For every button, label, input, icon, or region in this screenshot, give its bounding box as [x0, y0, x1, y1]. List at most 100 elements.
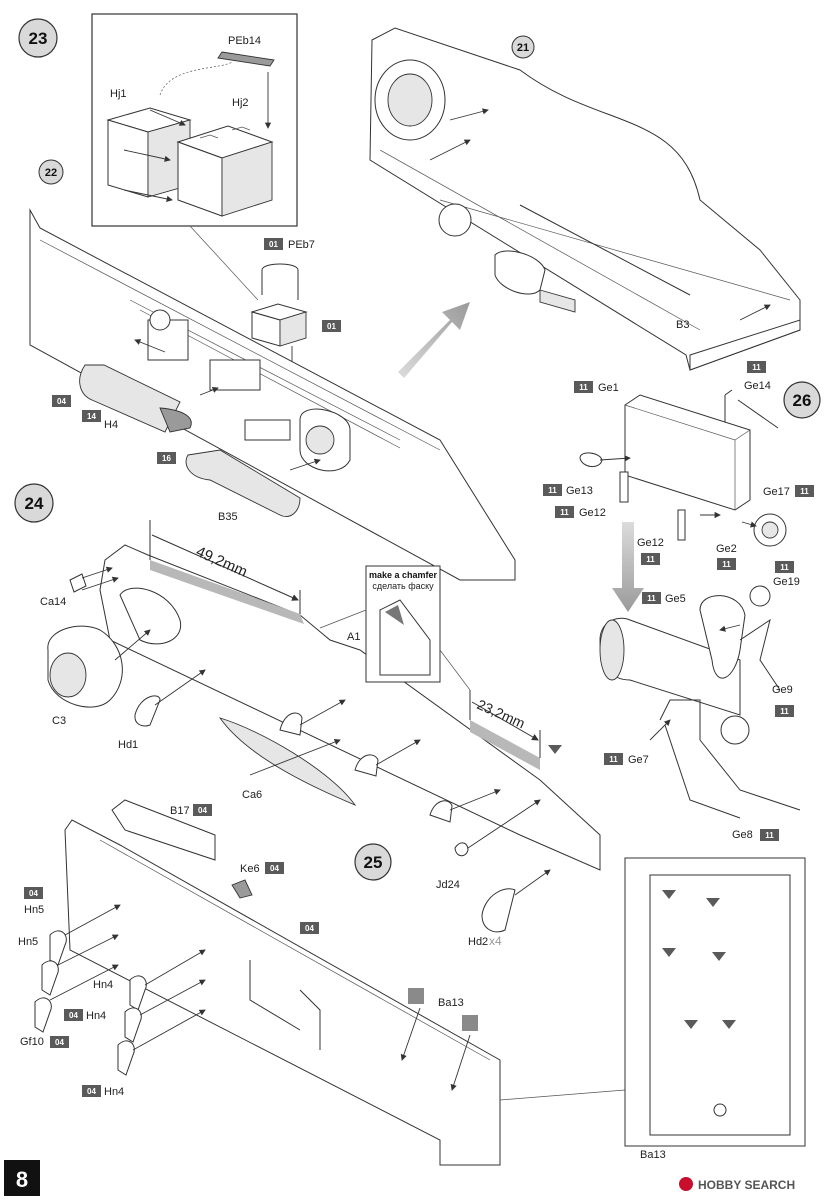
- label-hn4: Hn4: [104, 1086, 124, 1098]
- label-ge2: Ge2: [716, 543, 737, 555]
- hobby-search-logo-icon: [679, 1177, 693, 1191]
- callout-ru: сделать фаску: [372, 581, 434, 591]
- hull-side-panel-lower: [64, 819, 501, 1166]
- label-peb14: PEb14: [228, 35, 261, 47]
- svg-text:11: 11: [765, 831, 774, 840]
- svg-text:11: 11: [647, 594, 656, 603]
- tank-part-ge1: [624, 394, 751, 511]
- tag-11: [641, 553, 660, 565]
- label-peb7: PEb7: [288, 239, 315, 251]
- label-hd2: Hd2: [468, 936, 488, 948]
- step-number: 24: [25, 494, 44, 513]
- tag-04: [52, 395, 71, 407]
- label-c3: C3: [52, 715, 66, 727]
- label-b35: B35: [218, 511, 238, 523]
- tag-04: [24, 887, 43, 899]
- svg-text:16: 16: [162, 454, 171, 463]
- label-hd1: Hd1: [118, 739, 138, 751]
- part-ca6: [218, 717, 357, 807]
- label-jd24: Jd24: [436, 879, 460, 891]
- tag-11: [747, 361, 766, 373]
- step-badge: [14, 483, 54, 523]
- tag-11: [795, 485, 814, 497]
- step-25: 25 B17 04 Ke6 04 04 04 Hn5 Hn5 Gf10 04 H…: [18, 799, 806, 1166]
- label-ge14: Ge14: [744, 380, 771, 392]
- step-26: 26 11 Ge14 11 Ge1 11 Ge13 11 Ge12 Ge17 1…: [543, 361, 821, 841]
- label-b17: B17: [170, 805, 190, 817]
- svg-text:11: 11: [722, 560, 731, 569]
- sprocket-c3: [47, 625, 123, 708]
- tag-11: [775, 561, 794, 573]
- label-h4: H4: [104, 419, 118, 431]
- label-ge12: Ge12: [637, 537, 664, 549]
- label-x4: x4: [489, 934, 502, 948]
- tag-04: [82, 1085, 101, 1097]
- tag-04: [265, 862, 284, 874]
- battery-box: [250, 303, 308, 347]
- svg-text:04: 04: [55, 1038, 64, 1047]
- tag-11: [642, 592, 661, 604]
- tag-14: [82, 410, 101, 422]
- label-ge7: Ge7: [628, 754, 649, 766]
- svg-text:14: 14: [87, 412, 96, 421]
- step-badge: [38, 159, 64, 185]
- svg-text:04: 04: [270, 864, 279, 873]
- step-21: 21 B3: [369, 27, 801, 371]
- shell-b35: [185, 449, 301, 517]
- tag-11: [543, 484, 562, 496]
- page-number: 8: [16, 1167, 28, 1192]
- label-hn5: Hn5: [24, 904, 44, 916]
- part-b17: [111, 799, 216, 861]
- svg-text:11: 11: [548, 486, 557, 495]
- tag-11: [775, 705, 794, 717]
- tag-04: [300, 922, 319, 934]
- step-badge: [354, 843, 392, 881]
- tool-glyph: [548, 745, 562, 754]
- tank-assembly-lower: [599, 595, 781, 745]
- label-ge13: Ge13: [566, 485, 593, 497]
- svg-text:11: 11: [752, 363, 761, 372]
- label-ge19: Ge19: [773, 576, 800, 588]
- paint-icon: [462, 1015, 478, 1031]
- svg-text:04: 04: [87, 1087, 96, 1096]
- assembly-arrow: [398, 302, 470, 378]
- label-hn4: Hn4: [86, 1010, 106, 1022]
- hull-assembly-left: [369, 27, 801, 371]
- svg-text:04: 04: [198, 806, 207, 815]
- svg-text:01: 01: [327, 322, 336, 331]
- label-a1: A1: [347, 631, 360, 643]
- label-ke6: Ke6: [240, 863, 260, 875]
- svg-text:01: 01: [269, 240, 278, 249]
- step-24: 24 49,2mm 23,2mm make a chamfer сделать …: [14, 483, 601, 948]
- svg-text:11: 11: [560, 508, 569, 517]
- page-number-badge: [4, 1160, 40, 1196]
- label-hj2: Hj2: [232, 97, 249, 109]
- step-number: 23: [29, 29, 48, 48]
- step-number: 26: [793, 391, 812, 410]
- label-b3: B3: [676, 319, 689, 331]
- tag-16: [157, 452, 176, 464]
- watermark-text: HOBBY SEARCH: [698, 1178, 795, 1192]
- watermark: HOBBY SEARCH: [679, 1177, 795, 1192]
- label-ge1: Ge1: [598, 382, 619, 394]
- svg-text:04: 04: [29, 889, 38, 898]
- label-ge12: Ge12: [579, 507, 606, 519]
- label-hn4: Hn4: [93, 979, 113, 991]
- label-ba13: Ba13: [640, 1149, 666, 1161]
- tag-04: [50, 1036, 69, 1048]
- tag-01: [322, 320, 341, 332]
- label-ca14: Ca14: [40, 596, 66, 608]
- etched-plate-peb14: [217, 51, 275, 67]
- label-ca6: Ca6: [242, 789, 262, 801]
- step-23: 23 PEb14 Hj1 Hj2 01 PEb7: [18, 13, 341, 421]
- step-number: 22: [45, 167, 57, 179]
- tag-11: [760, 829, 779, 841]
- label-ge17: Ge17: [763, 486, 790, 498]
- svg-text:11: 11: [780, 563, 789, 572]
- label-gf10: Gf10: [20, 1036, 44, 1048]
- label-ge9: Ge9: [772, 684, 793, 696]
- tag-11: [555, 506, 574, 518]
- tag-04: [193, 804, 212, 816]
- paint-icon: [408, 988, 424, 1004]
